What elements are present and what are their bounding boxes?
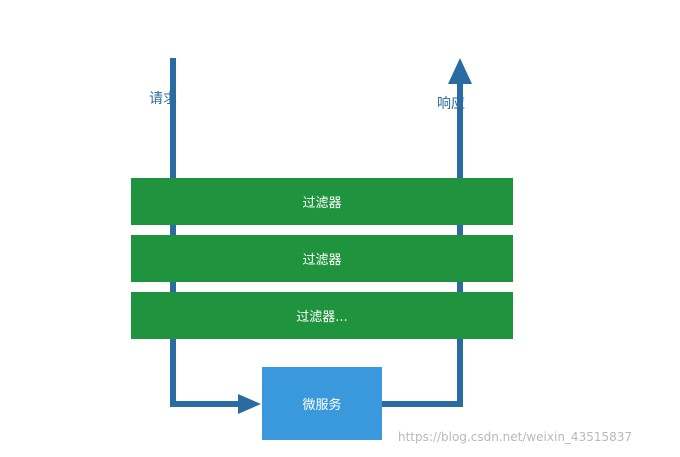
filter-label-2: 过滤器 bbox=[302, 253, 342, 268]
microservice-box: 微服务 bbox=[262, 367, 382, 440]
request-arrow-path bbox=[170, 58, 238, 407]
filter-layer-2: 过滤器 bbox=[131, 235, 513, 282]
filter-label-3: 过滤器... bbox=[296, 310, 348, 325]
filter-layer-3: 过滤器... bbox=[131, 292, 513, 339]
response-arrowhead bbox=[448, 58, 472, 84]
request-label: 请求 bbox=[149, 91, 177, 107]
microservice-label: 微服务 bbox=[302, 398, 342, 413]
watermark-url: https://blog.csdn.net/weixin_43515837 bbox=[398, 430, 633, 444]
request-arrowhead bbox=[238, 394, 261, 414]
filter-layer-1: 过滤器 bbox=[131, 178, 513, 225]
response-label: 响应 bbox=[437, 96, 465, 112]
filter-label-1: 过滤器 bbox=[302, 196, 342, 211]
